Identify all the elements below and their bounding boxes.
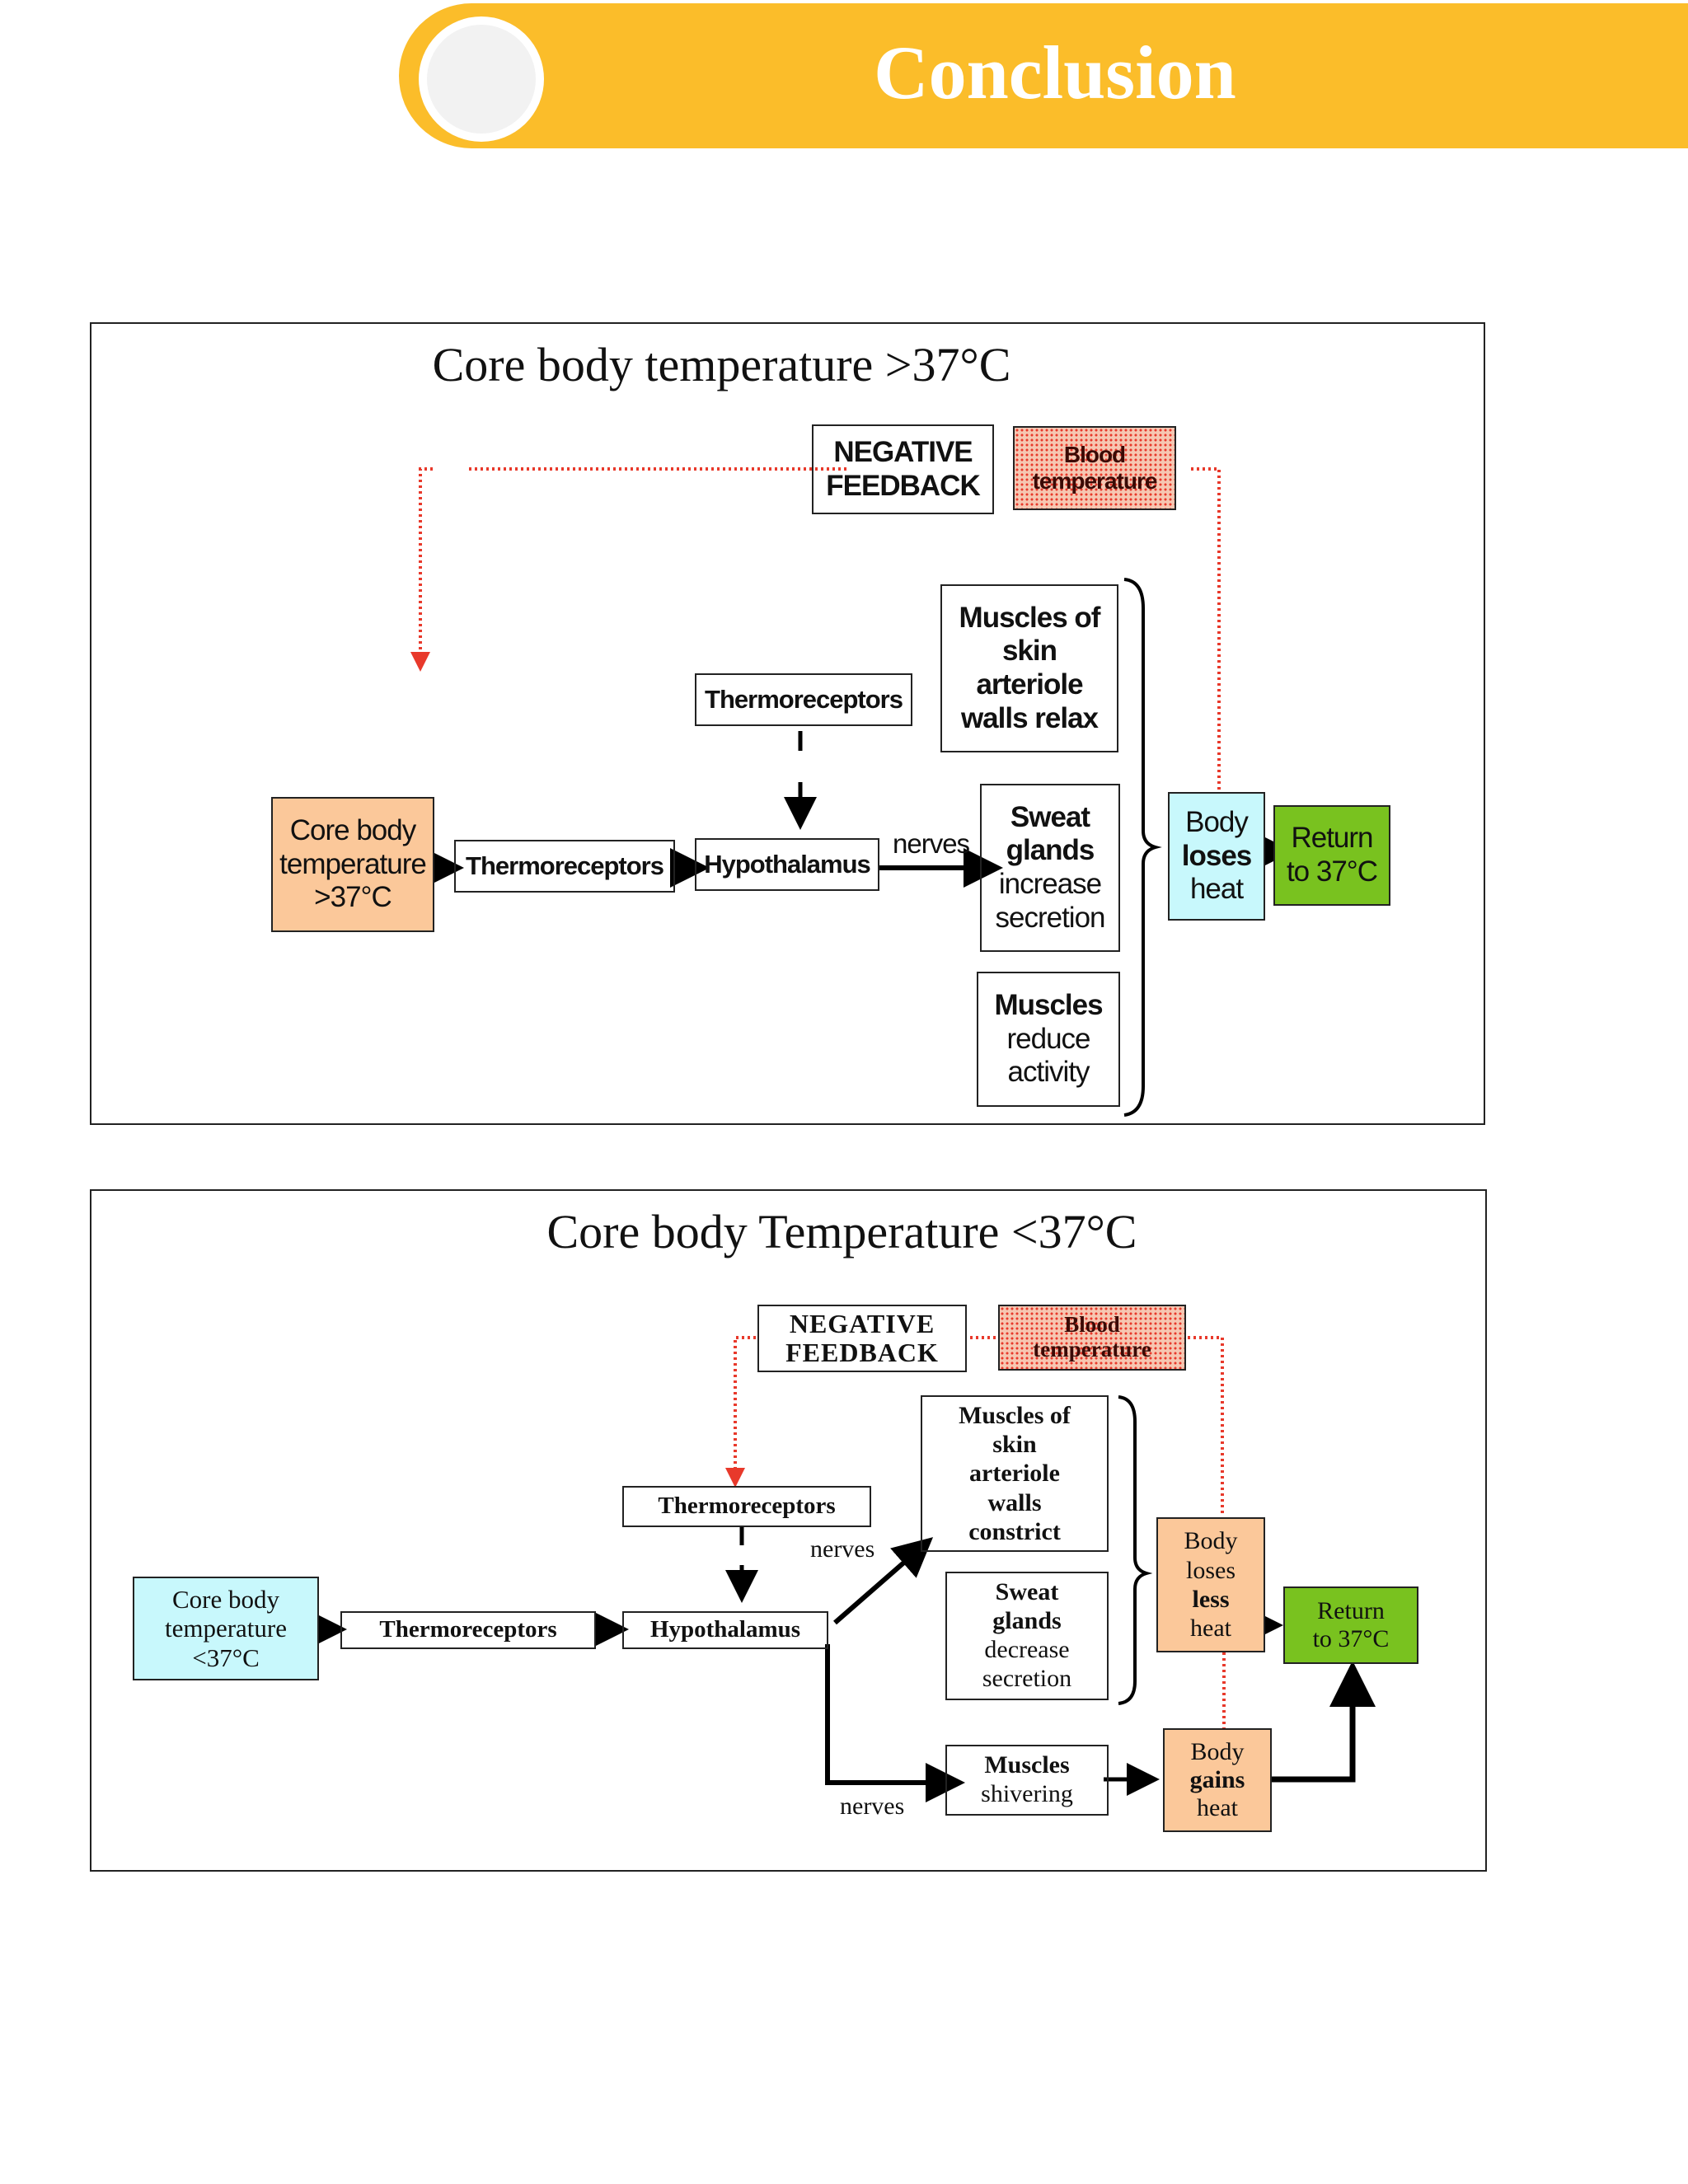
cold-thermoreceptors-top-box: Thermoreceptors [622, 1486, 871, 1527]
cold-nerves-top-label: nerves [810, 1535, 875, 1563]
page-title: Conclusion [874, 30, 1236, 115]
hot-nerves-label: nerves [893, 828, 970, 859]
cold-hypothalamus-box: Hypothalamus [622, 1611, 828, 1649]
effectors-brace [1123, 578, 1162, 1117]
cold-diagram-title: Core body Temperature <37°C [546, 1205, 1137, 1258]
cold-thermoreceptors-box: Thermoreceptors [340, 1611, 596, 1649]
cold-nerves-bottom-label: nerves [840, 1793, 905, 1820]
header-banner [399, 3, 1688, 148]
hot-hypothalamus-box: Hypothalamus [695, 838, 879, 891]
cold-connectors [307, 1336, 1376, 1802]
hot-thermoreceptors-top-box: Thermoreceptors [695, 673, 912, 726]
cold-effectors-brace [1118, 1395, 1153, 1705]
hot-diagram-title: Core body temperature >37°C [432, 338, 1011, 391]
banner-circle-icon [419, 16, 544, 142]
hot-thermoreceptors-box: Thermoreceptors [454, 840, 675, 893]
